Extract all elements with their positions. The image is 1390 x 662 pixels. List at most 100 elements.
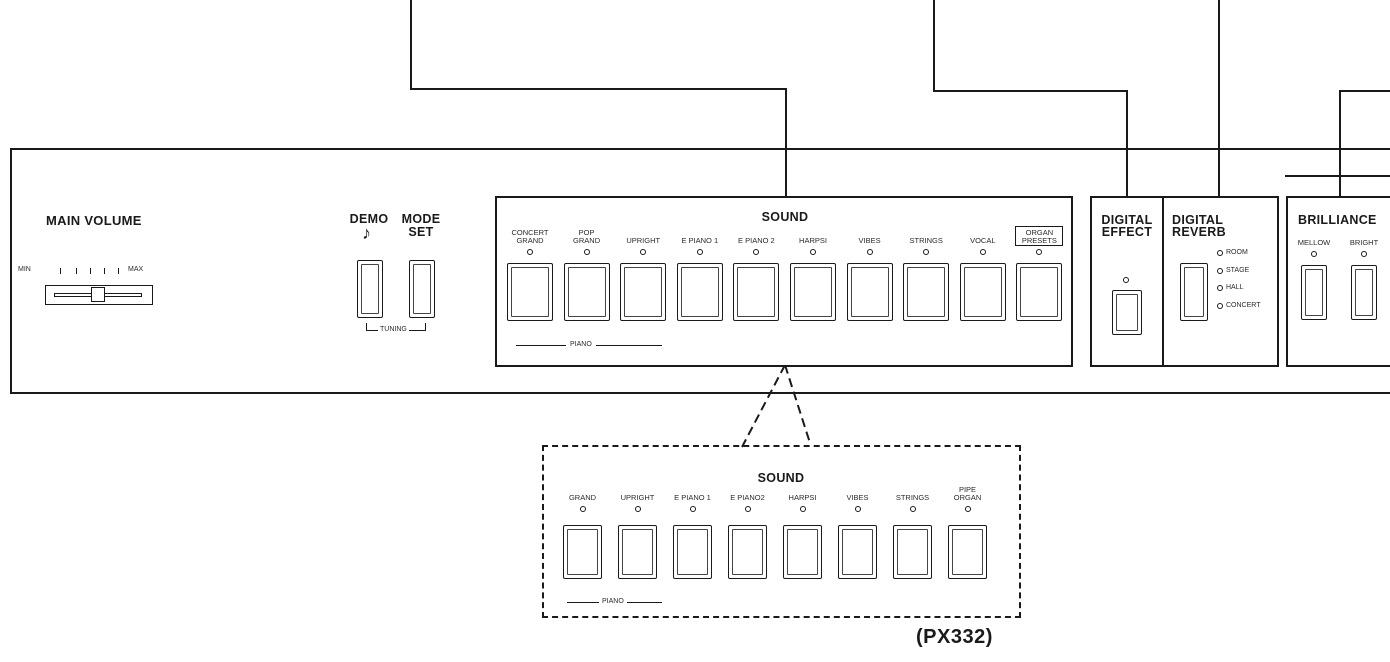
digital-reverb-label-1: DIGITAL [1172, 213, 1224, 227]
sound-led [696, 249, 703, 255]
inset-label-line2: ORGAN [953, 493, 982, 502]
panel-bottom-edge [10, 392, 1390, 394]
leader-line-brilliance-drop [1339, 90, 1341, 198]
inset-led [634, 506, 641, 512]
reverb-option-label: HALL [1226, 284, 1244, 291]
organ-presets-frame [1015, 226, 1064, 246]
inset-led [689, 506, 696, 512]
brilliance-option-label: MELLOW [1297, 238, 1331, 247]
sound-button[interactable] [563, 263, 610, 321]
sound-led [923, 249, 930, 255]
volume-tick [76, 268, 77, 274]
inset-label-line1: PIPE [958, 485, 977, 494]
demo-label: DEMO [349, 212, 389, 226]
volume-tick [60, 268, 61, 274]
digital-effect-label-2: EFFECT [1101, 225, 1153, 239]
sound-button[interactable] [1016, 263, 1063, 321]
inset-sound-button[interactable] [948, 525, 987, 579]
inset-sound-button[interactable] [783, 525, 822, 579]
sound-label-line2: GRAND [573, 236, 601, 245]
reverb-option-led [1217, 267, 1223, 274]
volume-tick [90, 268, 91, 274]
brilliance-title: BRILLIANCE [1298, 213, 1377, 227]
panel-inner-rule [1285, 175, 1390, 177]
music-note-icon: ♪ [362, 223, 371, 243]
panel-left-edge [10, 148, 12, 394]
sound-button[interactable] [620, 263, 667, 321]
volume-tick [118, 268, 119, 274]
sound-led [979, 249, 986, 255]
sound-led [583, 249, 590, 255]
digital-effect-label-1: DIGITAL [1101, 213, 1153, 227]
sound-label-line2: E PIANO 1 [681, 236, 719, 245]
demo-button[interactable] [357, 260, 383, 318]
inset-led [964, 506, 971, 512]
inset-sound-button[interactable] [563, 525, 602, 579]
sound-button[interactable] [846, 263, 893, 321]
inset-piano-group-label: PIANO [599, 598, 627, 605]
sound-button[interactable] [790, 263, 836, 321]
inset-sound-button[interactable] [893, 525, 932, 579]
sound-label-line2: VIBES [858, 236, 881, 245]
inset-led [579, 506, 586, 512]
leader-line-reverb [1218, 0, 1220, 198]
model-label: (PX332) [916, 626, 993, 648]
sound-label-line2: UPRIGHT [626, 236, 661, 245]
sound-label-line2: HARPSI [799, 236, 827, 245]
sound-led [866, 249, 873, 255]
reverb-option-led [1217, 285, 1223, 291]
set-label: SET [408, 225, 434, 239]
sound-label-line2: E PIANO 2 [738, 236, 775, 245]
leader-line-sound-horizontal [410, 88, 786, 90]
panel-top-edge [10, 148, 1390, 150]
sound-led [527, 249, 533, 255]
inset-label-line2: VIBES [846, 493, 869, 502]
reverb-option-label: STAGE [1226, 266, 1250, 274]
main-volume-title: MAIN VOLUME [46, 213, 142, 228]
inset-label-line2: E PIANO 1 [674, 493, 711, 502]
inset-sound-button[interactable] [728, 525, 767, 579]
inset-label-line2: GRAND [568, 493, 597, 502]
inset-sound-button[interactable] [838, 525, 877, 579]
brilliance-button[interactable] [1301, 265, 1327, 320]
tuning-label: TUNING [378, 326, 409, 333]
brilliance-button[interactable] [1351, 265, 1377, 320]
sound-led [1036, 249, 1043, 255]
leader-line-sound [410, 0, 412, 90]
leader-line-effect-horizontal [933, 90, 1128, 92]
sound-button[interactable] [903, 263, 950, 321]
volume-min-label: MIN [18, 266, 31, 273]
digital-effect-button[interactable] [1112, 290, 1142, 335]
sound-label-line2: PRESETS [1021, 236, 1057, 245]
leader-line-sound-drop [785, 88, 787, 198]
sound-button[interactable] [676, 263, 723, 321]
mode-set-button[interactable] [409, 260, 435, 318]
sound-led [640, 249, 647, 255]
inset-sound-button[interactable] [618, 525, 657, 579]
digital-reverb-label-2: REVERB [1172, 225, 1226, 239]
leader-line-effect [933, 0, 935, 92]
sound-label-line2: STRINGS [909, 236, 943, 245]
slider-knob[interactable] [91, 287, 105, 302]
brilliance-section [1286, 196, 1390, 367]
inset-sound-button[interactable] [673, 525, 712, 579]
inset-label-line2: HARPSI [788, 493, 817, 502]
sound-led [810, 249, 816, 255]
sound-button[interactable] [733, 263, 780, 321]
digital-reverb-section [1162, 196, 1279, 367]
main-volume-slider[interactable] [45, 285, 153, 305]
brilliance-led [1311, 251, 1317, 257]
sound-button[interactable] [959, 263, 1006, 321]
inset-led [799, 506, 806, 512]
inset-led [744, 506, 751, 512]
inset-label-line2: UPRIGHT [620, 493, 655, 502]
brilliance-led [1361, 251, 1367, 257]
digital-reverb-button[interactable] [1180, 263, 1208, 321]
inset-led [909, 506, 916, 512]
inset-sound-title: SOUND [757, 471, 805, 485]
brilliance-option-label: BRIGHT [1349, 238, 1379, 247]
inset-label-line2: E PIANO2 [730, 493, 765, 502]
inset-sound-section [542, 445, 1021, 618]
sound-button[interactable] [507, 263, 553, 321]
volume-max-label: MAX [128, 266, 144, 273]
